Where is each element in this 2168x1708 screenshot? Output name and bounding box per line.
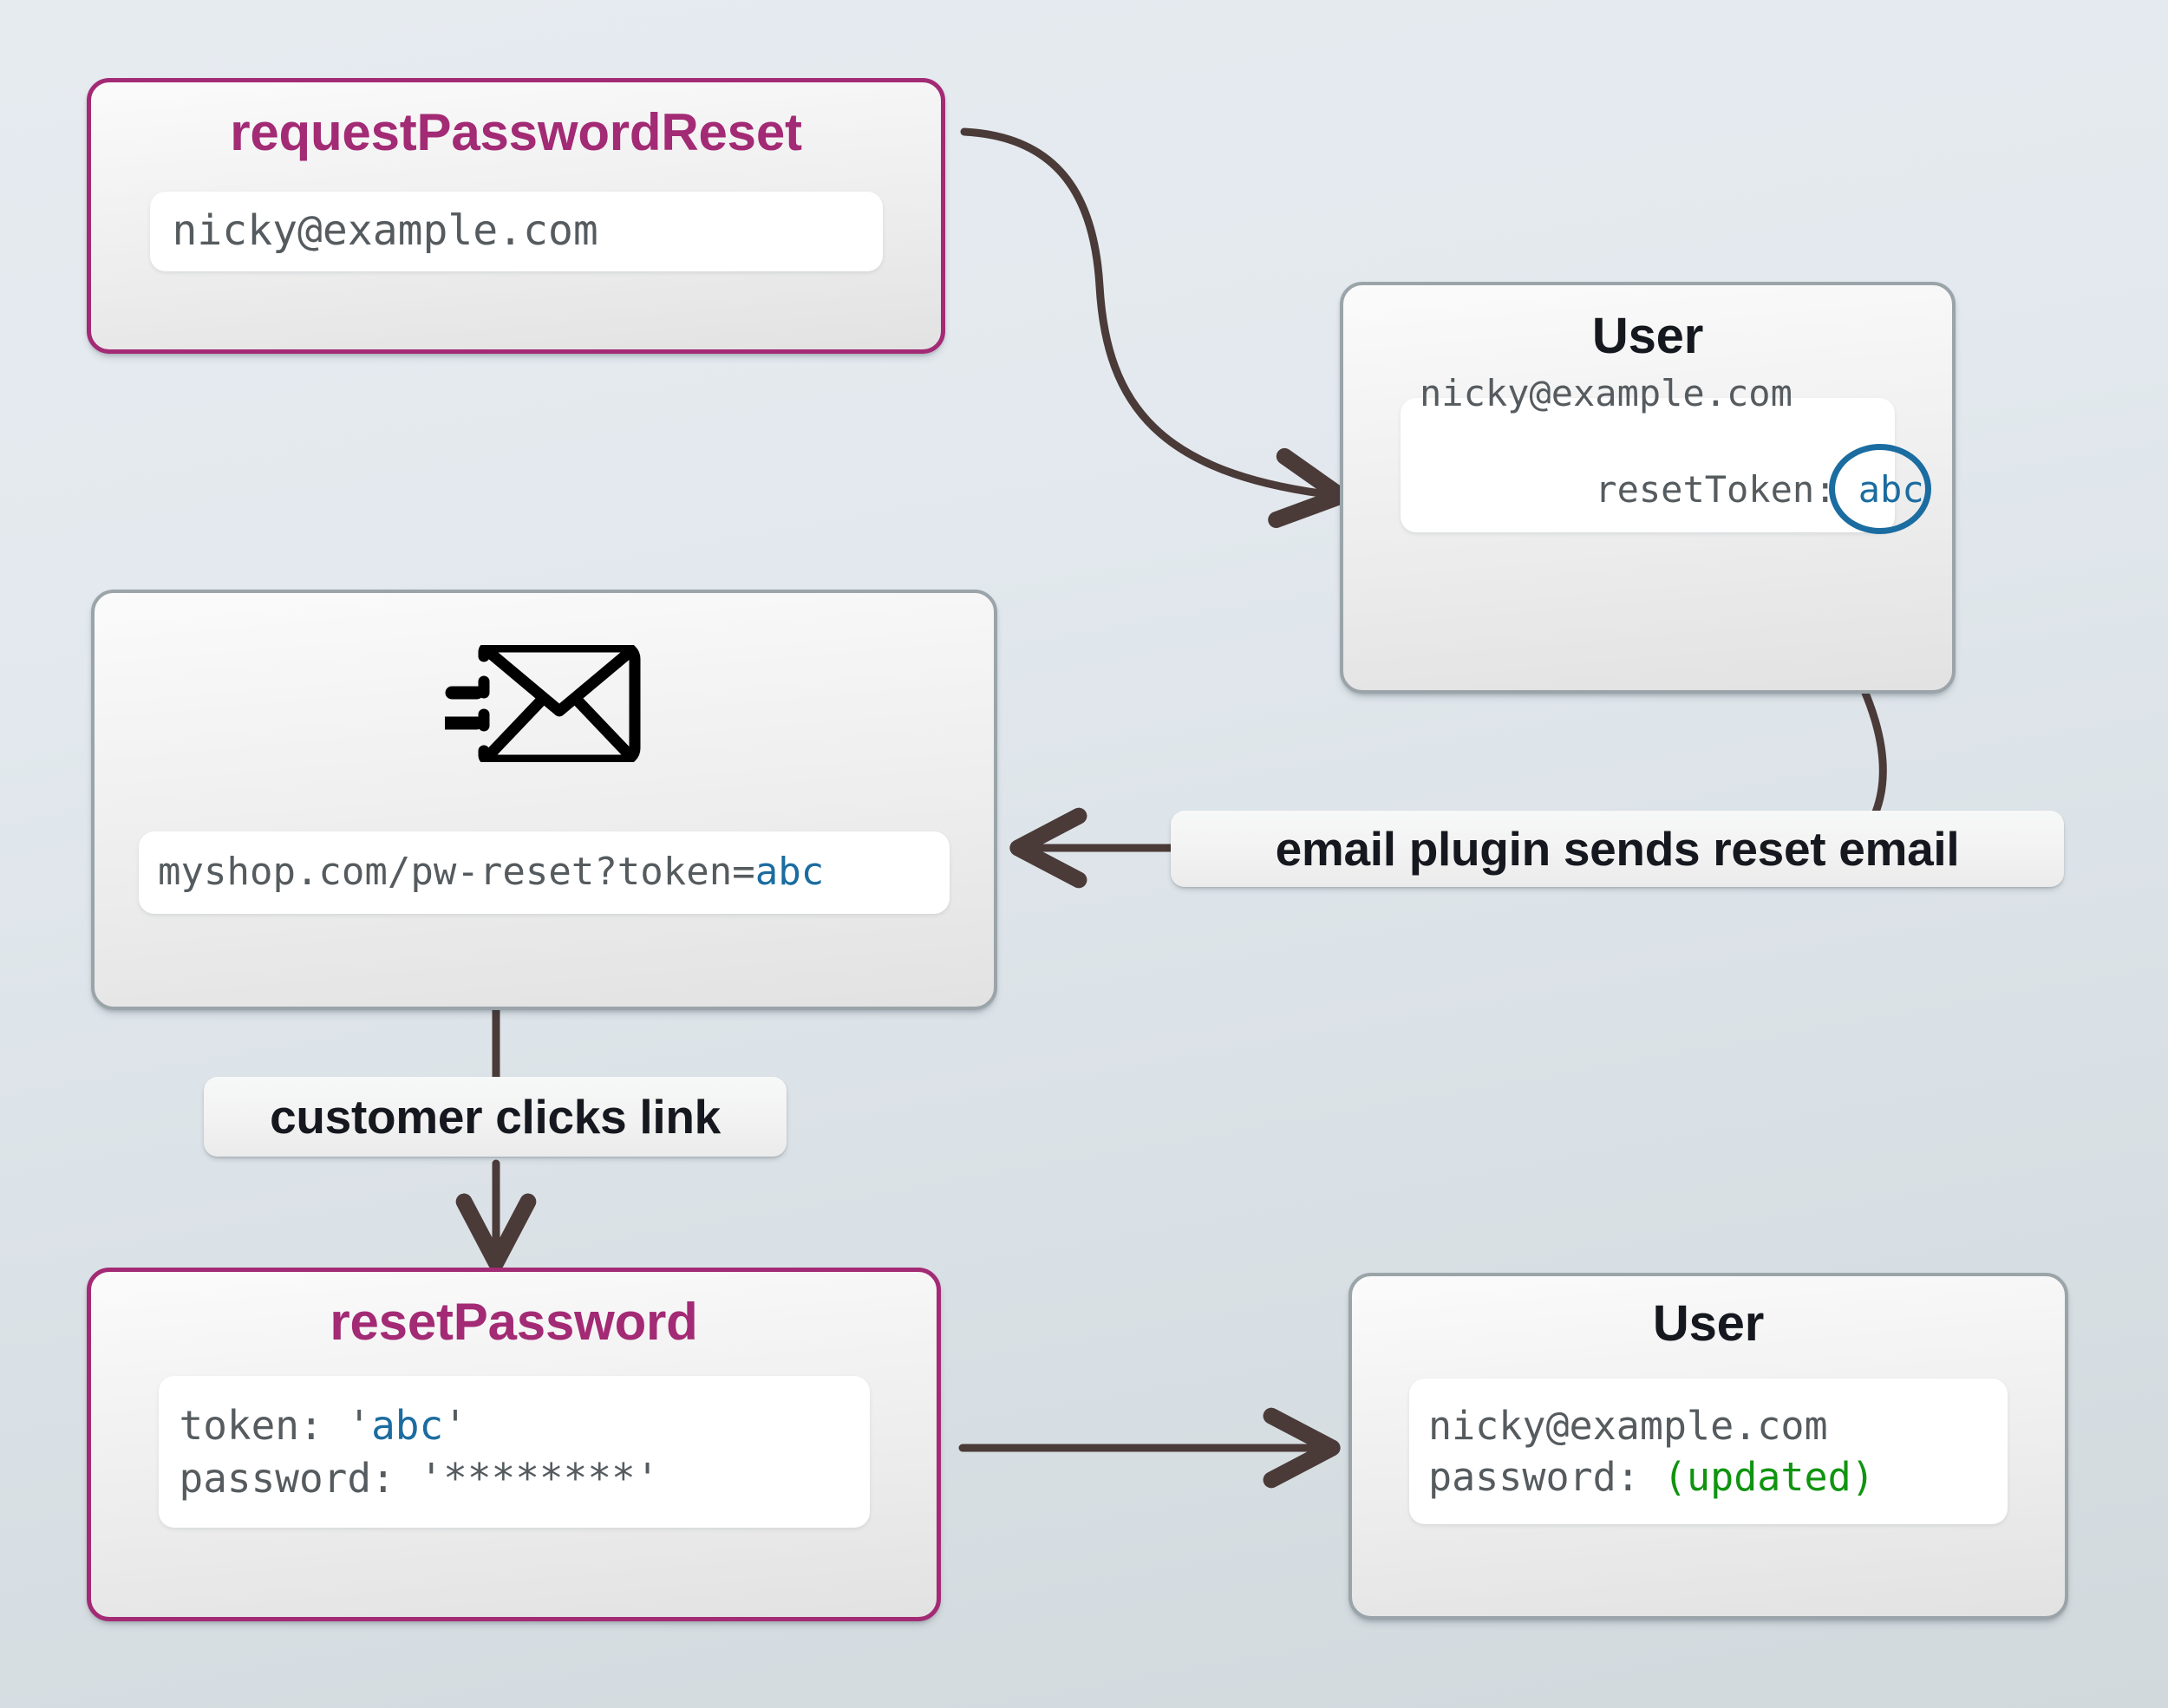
edge-request-to-user <box>960 127 1349 528</box>
user-bottom-panel: nicky@example.com password: (updated) <box>1409 1379 2008 1524</box>
email-link-prefix: myshop.com/pw-reset?token= <box>158 850 755 895</box>
reset-password-label: password: <box>179 1454 395 1502</box>
user-top-token-value: abc <box>1858 467 1924 511</box>
node-request-password-reset[interactable]: requestPasswordReset nicky@example.com <box>87 78 945 354</box>
reset-token-row: token: 'abc' <box>180 1399 849 1452</box>
edge-label-customer-clicks: customer clicks link <box>204 1077 787 1157</box>
user-bottom-email: nicky@example.com <box>1428 1402 1828 1449</box>
user-top-token-row: resetToken: abc <box>1420 417 1932 561</box>
user-bottom-password-row: password: (updated) <box>1428 1451 1988 1503</box>
reset-token-quote-open: ' <box>347 1401 372 1449</box>
reset-password-value: '********' <box>419 1454 660 1502</box>
request-email-panel: nicky@example.com <box>149 192 883 271</box>
user-top-panel: nicky@example.com resetToken: abc <box>1401 372 1932 535</box>
node-title: requestPasswordReset <box>230 103 802 161</box>
send-email-icon <box>444 645 644 762</box>
email-link-panel[interactable]: myshop.com/pw-reset?token=abc <box>139 831 950 914</box>
node-title: User <box>1591 308 1704 364</box>
node-user-top[interactable]: User nicky@example.com resetToken: abc <box>1340 282 1956 694</box>
user-bottom-password-label: password: <box>1428 1454 1640 1500</box>
edge-label-text: customer clicks link <box>270 1090 721 1144</box>
request-email-value: nicky@example.com <box>172 206 598 256</box>
reset-token-value: abc <box>371 1401 444 1449</box>
reset-token-highlight: abc <box>1829 444 1932 535</box>
email-link-token: abc <box>754 850 825 895</box>
user-top-token-label: resetToken: <box>1595 467 1837 511</box>
user-bottom-password-value: (updated) <box>1662 1454 1875 1500</box>
node-user-bottom[interactable]: User nicky@example.com password: (update… <box>1348 1273 2068 1620</box>
edge-label-text: email plugin sends reset email <box>1275 822 1960 876</box>
node-reset-password[interactable]: resetPassword token: 'abc' password: '**… <box>87 1268 941 1621</box>
email-link-row: myshop.com/pw-reset?token=abc <box>158 847 931 897</box>
reset-password-row: password: '********' <box>180 1452 849 1505</box>
reset-token-quote-close: ' <box>443 1401 467 1449</box>
node-title: User <box>1652 1295 1765 1352</box>
user-top-email: nicky@example.com <box>1420 371 1793 414</box>
reset-token-label: token: <box>179 1401 323 1449</box>
reset-password-panel: token: 'abc' password: '********' <box>158 1376 870 1528</box>
edge-label-email-plugin: email plugin sends reset email <box>1171 811 2064 887</box>
node-title: resetPassword <box>330 1293 698 1351</box>
node-email-message[interactable]: myshop.com/pw-reset?token=abc <box>91 590 997 1010</box>
